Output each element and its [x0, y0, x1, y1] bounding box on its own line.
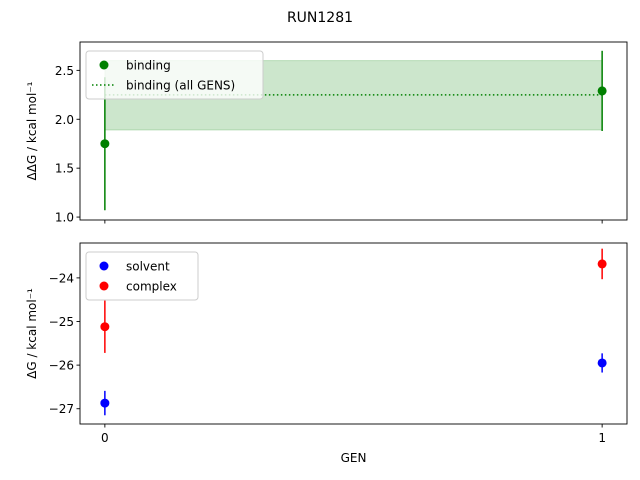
legend-label: binding (all GENS): [126, 79, 235, 93]
y-tick-label: 2.5: [55, 64, 74, 78]
x-tick-label: 1: [598, 431, 606, 445]
y-tick-label: 1.0: [55, 211, 74, 225]
legend-marker: [99, 281, 109, 291]
axes-frame: [79, 242, 628, 425]
data-point: [597, 259, 607, 269]
axes-frame: [79, 41, 628, 221]
legend-marker: [99, 60, 109, 70]
data-point: [597, 358, 607, 368]
y-tick-label: −24: [49, 271, 74, 285]
y-tick-label: −27: [49, 402, 74, 416]
data-point: [100, 398, 110, 408]
legend-label: solvent: [126, 260, 170, 274]
y-tick-label: 2.0: [55, 113, 74, 127]
y-tick-label: 1.5: [55, 162, 74, 176]
y-axis-label: ΔΔG / kcal mol⁻¹: [25, 81, 39, 180]
data-point: [597, 86, 607, 96]
data-point: [100, 322, 110, 332]
legend-label: binding: [126, 59, 171, 73]
data-point: [100, 139, 110, 149]
y-tick-label: −26: [49, 359, 74, 373]
legend-marker: [99, 261, 109, 271]
figure-title: RUN1281: [287, 10, 353, 26]
legend-label: complex: [126, 280, 177, 294]
legend-box: [85, 251, 199, 301]
x-axis-label: GEN: [341, 451, 367, 465]
y-tick-label: −25: [49, 315, 74, 329]
legend-box: [85, 50, 264, 100]
bottom-panel: −27 −26 −25 −24 0 1 ΔG / kcal mol⁻¹ GEN solvent c…: [25, 242, 628, 465]
x-tick-label: 0: [101, 431, 109, 445]
y-axis-label: ΔG / kcal mol⁻¹: [25, 288, 39, 379]
